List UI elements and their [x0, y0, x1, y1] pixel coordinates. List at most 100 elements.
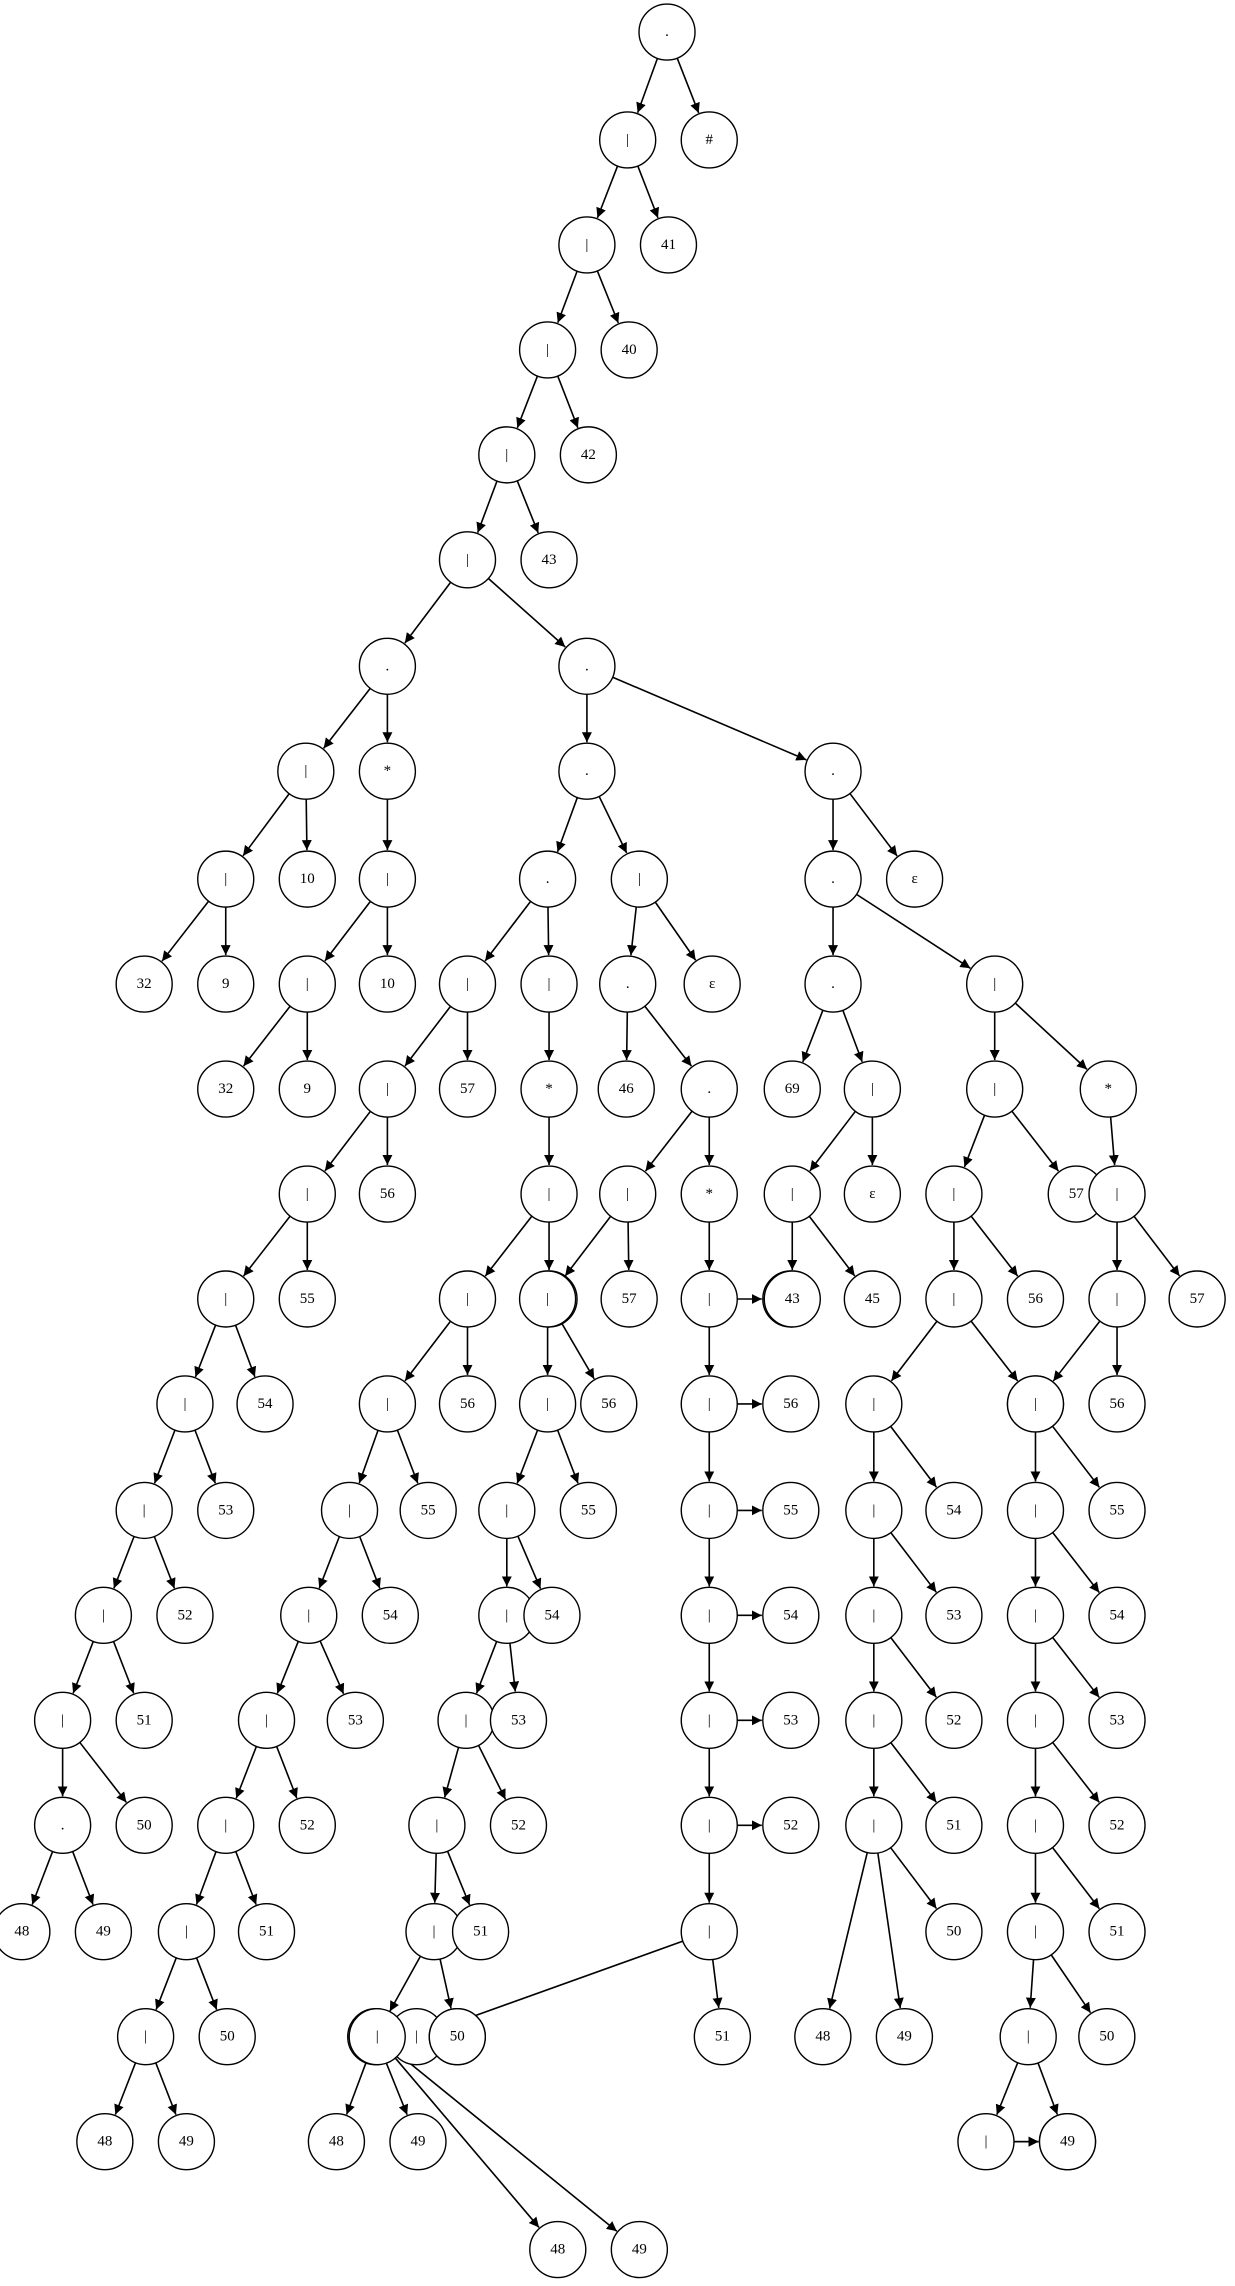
tree-node-circle [236, 1375, 294, 1433]
tree-node-circle [763, 1060, 821, 1118]
tree-edge-arrow [970, 1215, 1019, 1277]
tree-node-circle [610, 2220, 669, 2279]
tree-node: 50 [428, 2007, 486, 2066]
tree-edge-arrow [155, 2062, 177, 2115]
tree-edge-arrow [1051, 1425, 1101, 1488]
tree-node-circle [680, 1270, 738, 1328]
tree-node: 51 [925, 1796, 983, 1855]
tree-node-label: 53 [783, 1712, 798, 1728]
tree-edge-arrow [153, 1536, 176, 1589]
tree-node: 49 [389, 2112, 447, 2171]
tree-node-circle [925, 1796, 983, 1855]
tree-node-circle [115, 1481, 173, 1540]
tree-node-label: | [708, 1607, 711, 1623]
tree-node-label: 45 [865, 1291, 880, 1307]
tree-node-label: 51 [473, 1924, 488, 1940]
tree-edge-arrow [556, 797, 579, 853]
tree-node-circle [529, 2220, 587, 2279]
tree-edge-arrow [275, 1746, 298, 1799]
tree-node: | [197, 850, 255, 908]
tree-node: 55 [762, 1481, 820, 1540]
tree-node-label: 51 [259, 1924, 274, 1940]
tree-node: 32 [115, 955, 173, 1013]
tree-node-label: | [952, 1186, 955, 1202]
tree-node-label: . [831, 976, 835, 992]
tree-node: 48 [76, 2112, 134, 2171]
tree-node: 55 [1088, 1481, 1146, 1540]
tree-node-label: 50 [450, 2029, 465, 2045]
tree-node: . [680, 1060, 738, 1118]
tree-node: 56 [438, 1375, 497, 1433]
tree-node: | [438, 955, 497, 1013]
tree-node-label: . [665, 24, 669, 40]
tree-node-label: | [791, 1186, 794, 1202]
tree-node-label: 41 [661, 237, 676, 253]
tree-node: 32 [197, 1060, 255, 1118]
tree-node: 48 [794, 2007, 852, 2066]
tree-node-circle [237, 1691, 296, 1750]
tree-edge-arrow [970, 1320, 1019, 1382]
tree-edge-arrow [72, 1641, 95, 1694]
tree-node-label: 56 [601, 1396, 617, 1412]
tree-node-circle [478, 1481, 536, 1540]
tree-node: 52 [1088, 1796, 1146, 1855]
tree-node: 49 [1038, 2112, 1097, 2171]
tree-node: | [763, 1165, 821, 1223]
tree-edge-arrow [636, 58, 659, 113]
tree-node-label: 48 [550, 2242, 565, 2258]
tree-node-label: | [415, 2029, 418, 2045]
tree-node-label: 32 [137, 976, 152, 992]
tree-node: | [438, 531, 497, 589]
tree-node-circle [358, 1060, 417, 1118]
tree-edge-arrow [637, 165, 660, 219]
tree-node-circle [156, 1586, 214, 1645]
tree-node-label: | [102, 1607, 105, 1623]
tree-node: 49 [157, 2112, 216, 2171]
tree-node: | [1088, 1165, 1146, 1223]
tree-edge-arrow [963, 1114, 986, 1168]
tree-node-circle [278, 1165, 336, 1223]
tree-node: | [680, 1586, 738, 1645]
tree-node: | [197, 1270, 255, 1328]
tree-node: 53 [1088, 1691, 1146, 1750]
tree-edge-arrow [389, 1955, 422, 2012]
tree-node-circle [875, 2007, 934, 2066]
tree-node: 56 [1006, 1270, 1065, 1328]
tree-node: 43 [763, 1270, 821, 1328]
tree-edge-arrow [404, 1005, 452, 1067]
tree-edge-arrow [621, 1012, 632, 1061]
tree-node: | [1006, 1375, 1065, 1433]
tree-node-circle [518, 1375, 577, 1433]
tree-node: 50 [925, 1903, 983, 1961]
tree-node: | [156, 1375, 214, 1433]
tree-edge-arrow [995, 2062, 1019, 2116]
tree-node-label: | [1116, 1186, 1119, 1202]
tree-node-circle [598, 111, 657, 169]
tree-node-circle [558, 216, 616, 274]
tree-edge-arrow [1052, 1741, 1100, 1803]
tree-edge-arrow [556, 270, 578, 324]
tree-node-label: | [466, 976, 469, 992]
tree-node-label: | [505, 447, 508, 463]
tree-node-label: | [993, 1081, 996, 1097]
tree-node: 54 [925, 1481, 983, 1540]
tree-node-circle [610, 850, 669, 908]
tree-node-label: 52 [300, 1817, 315, 1833]
tree-edge-arrow [357, 1430, 379, 1484]
tree-node: | [1006, 1903, 1065, 1961]
tree-node: 52 [278, 1796, 336, 1855]
tree-node-label: | [1034, 1396, 1037, 1412]
tree-edge-arrow [234, 1324, 257, 1378]
tree-node-circle [558, 637, 616, 695]
tree-node: 49 [610, 2220, 669, 2279]
tree-edge-arrow [430, 1853, 441, 1903]
tree-node-circle [278, 1796, 336, 1855]
tree-node: . [558, 742, 616, 800]
tree-edge-arrow [623, 1222, 634, 1271]
tree-node-label: 54 [383, 1607, 399, 1623]
tree-edge-arrow [442, 1747, 460, 1798]
tree-node-label: | [1034, 1924, 1037, 1940]
tree-node: | [680, 1375, 738, 1433]
tree-node-label: 51 [715, 2029, 730, 2045]
